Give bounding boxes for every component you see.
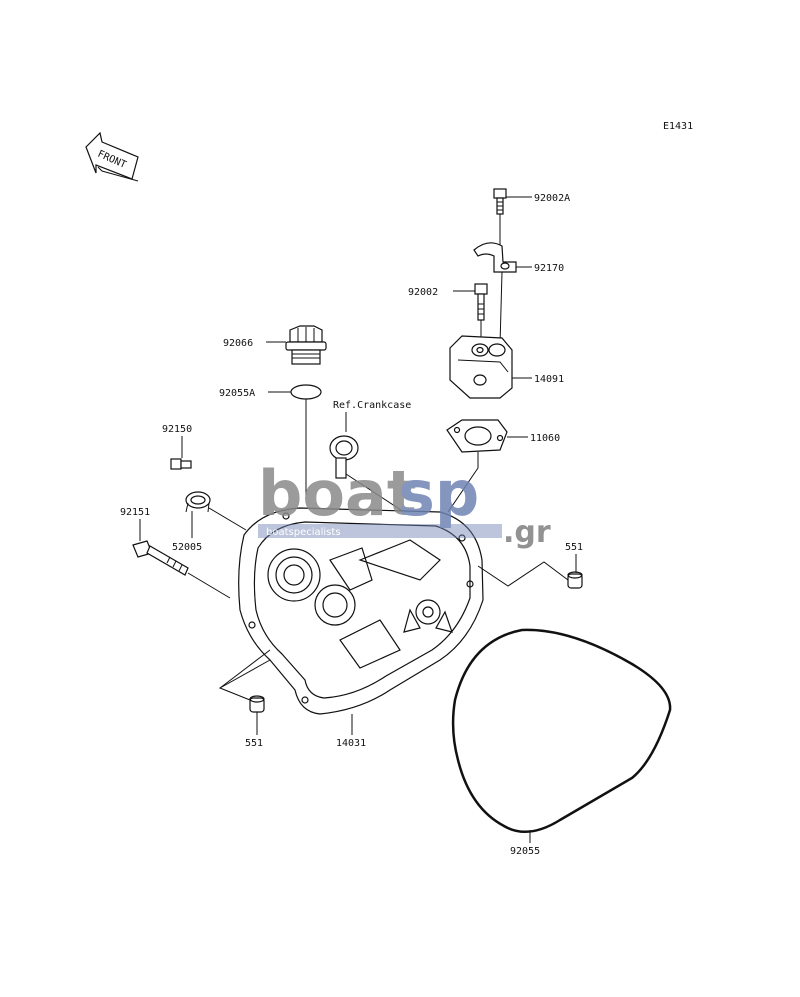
o-ring-92055-icon xyxy=(451,628,672,833)
label-92002a: 92002A xyxy=(534,193,570,204)
dowel-551-left-icon xyxy=(249,695,265,713)
watermark-tagline: boatspecialists xyxy=(266,527,341,538)
gasket-11060-icon xyxy=(446,419,508,453)
label-92002: 92002 xyxy=(408,287,438,298)
watermark-brand-right: sp xyxy=(398,457,479,530)
engine-cover-14031-icon xyxy=(238,507,484,715)
label-11060: 11060 xyxy=(530,433,560,444)
label-551-right: 551 xyxy=(565,542,583,553)
clamp-92170-icon xyxy=(473,242,517,273)
label-14031: 14031 xyxy=(336,738,366,749)
dowel-ring-icon xyxy=(329,435,359,479)
dowel-551-right-icon xyxy=(567,571,583,589)
ref-crankcase-label: Ref.Crankcase xyxy=(333,400,411,411)
label-92055a: 92055A xyxy=(219,388,255,399)
oil-plug-92066-icon xyxy=(285,325,327,365)
watermark-logo: boat sp .gr boatspecialists xyxy=(258,457,551,550)
bushing-52005-icon xyxy=(185,491,211,513)
bolt-92150-icon xyxy=(170,458,192,470)
front-arrow-icon: FRONT xyxy=(85,131,139,182)
label-551-left: 551 xyxy=(245,738,263,749)
watermark-brand-left: boat xyxy=(258,457,416,530)
label-92150: 92150 xyxy=(162,424,192,435)
bolt-92002-icon xyxy=(474,283,488,321)
bolt-92002a-icon xyxy=(493,188,507,215)
label-92055: 92055 xyxy=(510,846,540,857)
label-14091: 14091 xyxy=(534,374,564,385)
label-52005: 52005 xyxy=(172,542,202,553)
label-92066: 92066 xyxy=(223,338,253,349)
label-92170: 92170 xyxy=(534,263,564,274)
label-92151: 92151 xyxy=(120,507,150,518)
watermark-suffix: .gr xyxy=(503,515,551,550)
diagram-code: E1431 xyxy=(663,121,693,132)
o-ring-92055a-icon xyxy=(290,384,322,400)
bolt-92151-icon xyxy=(132,540,189,576)
housing-14091-icon xyxy=(449,335,513,399)
